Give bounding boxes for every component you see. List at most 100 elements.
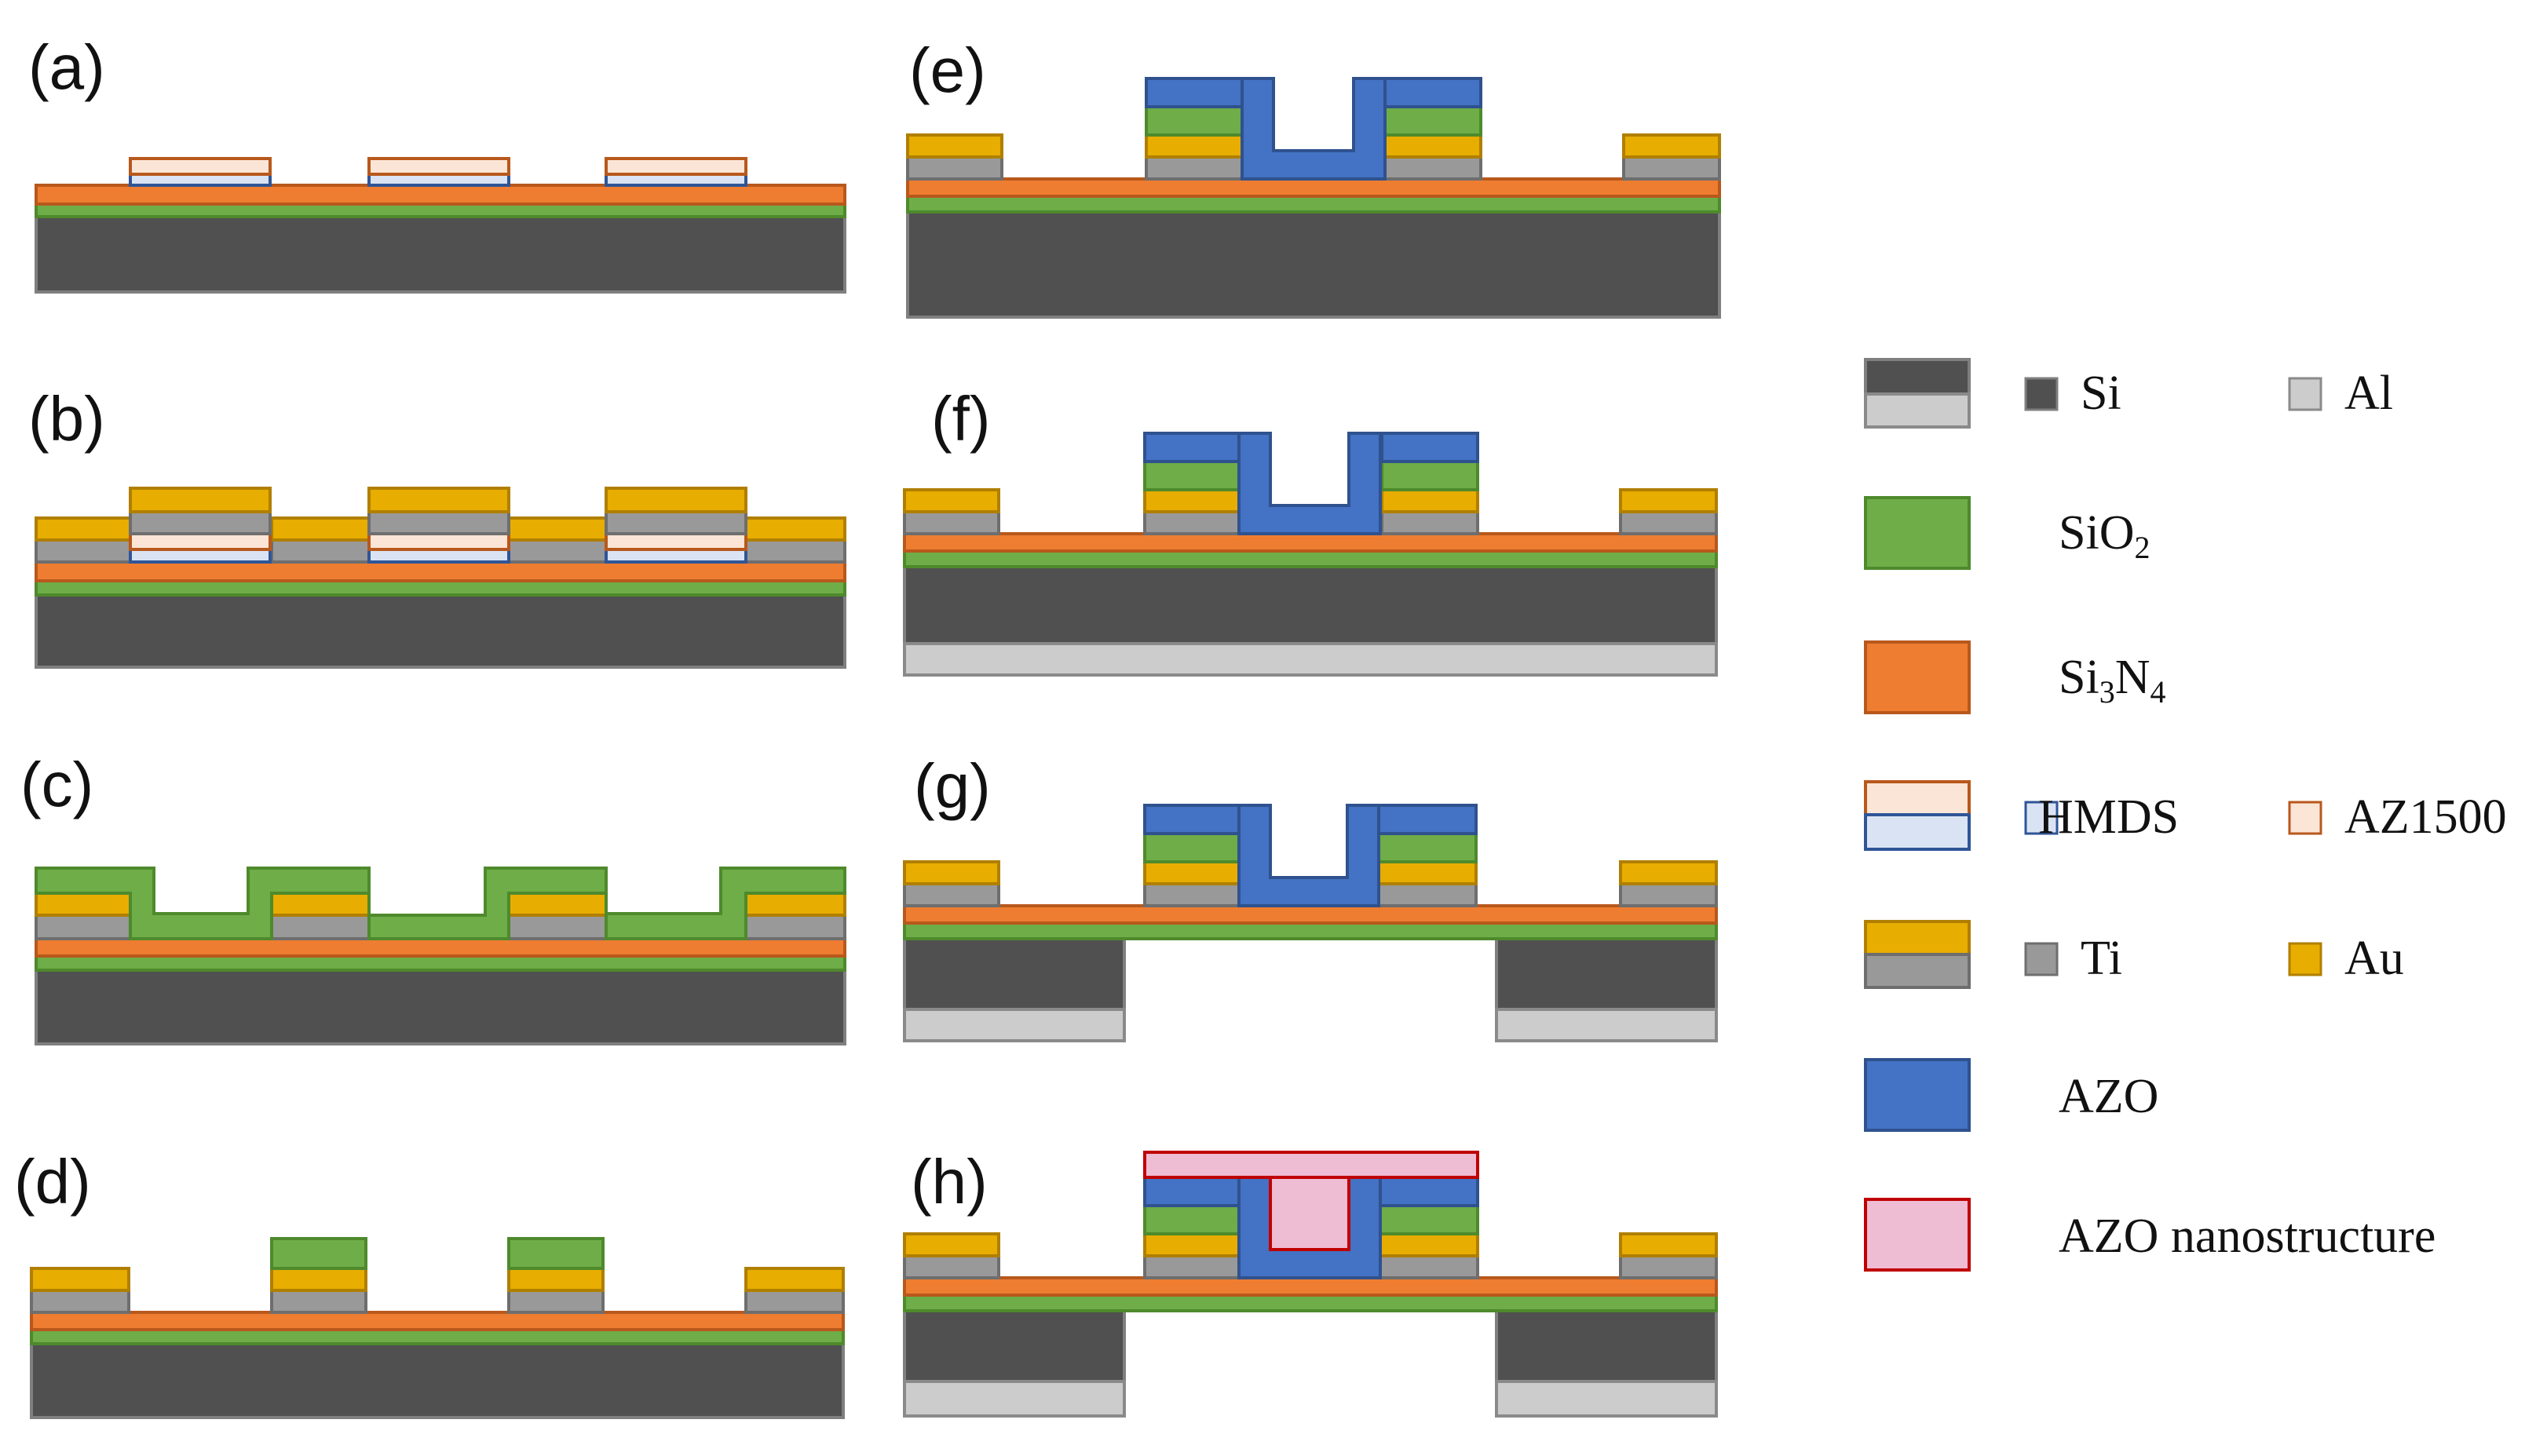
azo-cap-right [1379, 1176, 1479, 1207]
ti-side-left [906, 155, 1003, 181]
hmds-block-3 [605, 173, 747, 187]
panel-g [903, 804, 1718, 1042]
azo-cap-right [1377, 804, 1478, 835]
si3n4-p1: Si [2059, 651, 2099, 704]
sio2-layer [903, 921, 1718, 940]
panel-b [35, 487, 846, 669]
azo-cap-left [1143, 432, 1242, 463]
sio2-stack-left [1143, 832, 1244, 863]
au-stack-left [1143, 1232, 1244, 1257]
si3n4-layer [35, 184, 846, 206]
legend-ti-au-swatch [1864, 920, 1971, 989]
au-mid-1 [270, 1267, 367, 1292]
si3n4-layer [30, 1311, 845, 1331]
au-pad-4 [744, 892, 846, 917]
panel-label-b: (b) [28, 384, 105, 454]
si-substrate [35, 215, 846, 294]
azo-channel [1237, 804, 1380, 907]
panel-a [35, 157, 846, 294]
au-side-left [903, 860, 1000, 885]
legend-label-ti: Ti [2081, 932, 2122, 985]
legend-si-al-swatch [1864, 358, 1971, 429]
si3n4-layer [35, 937, 846, 958]
au-side-right [1622, 133, 1721, 159]
si3n4-layer [903, 532, 1718, 553]
legend-az1500-top [1864, 780, 1971, 816]
legend-au-icon [2288, 942, 2322, 976]
panel-label-d: (d) [14, 1147, 91, 1217]
azo-nanostructure-top [1143, 1151, 1479, 1179]
ti-side-left [903, 510, 1000, 535]
az1500-block-3 [605, 157, 747, 176]
panel-label-f: (f) [931, 384, 991, 454]
legend-label-si: Si [2081, 367, 2121, 420]
si-substrate [906, 210, 1721, 319]
hmds-block-2 [367, 173, 510, 187]
au-side-left [903, 488, 1000, 513]
ti-mid-1 [270, 1289, 367, 1314]
panel-c [35, 867, 846, 1045]
legend-az1500-icon [2288, 801, 2322, 835]
legend-al-bottom [1864, 392, 1971, 429]
legend-label-au: Au [2344, 932, 2404, 985]
ti-pad-3 [507, 914, 608, 940]
ti-side-right [1619, 1254, 1718, 1279]
legend-layer [1864, 358, 2322, 1272]
sio2-stack-right [1380, 460, 1479, 491]
ti-pad-2 [270, 914, 371, 940]
au-side-right [1619, 488, 1718, 513]
sio2-stack-left [1145, 105, 1245, 137]
azo-channel [1241, 77, 1387, 181]
si3n4-p2: N [2114, 651, 2150, 704]
si3n4-layer [903, 904, 1718, 925]
azo-channel [1237, 432, 1382, 535]
au-side-1 [30, 1267, 130, 1292]
ti-stack-left [1145, 155, 1245, 181]
panel-label-g: (g) [914, 751, 991, 821]
ti-stack-right [1377, 882, 1478, 907]
ti-stack-right [1379, 1254, 1479, 1279]
sio2-mid-2 [507, 1237, 605, 1270]
ti-side-right [1619, 510, 1718, 535]
si3n4-s2: 4 [2150, 674, 2166, 710]
az1500-block-2 [367, 157, 510, 176]
legend-si-top [1864, 358, 1971, 396]
azo-cap-left [1143, 1176, 1244, 1207]
ti-lower-1 [35, 538, 132, 564]
sio2-layer [906, 195, 1721, 213]
legend-label-si3n4: Si3N4 [2059, 651, 2166, 708]
ti-side-right [1619, 882, 1718, 907]
au-stack-right [1379, 1232, 1479, 1257]
panel-label-h: (h) [911, 1147, 988, 1217]
sio2-stack-right [1377, 832, 1478, 863]
panel-h [903, 1151, 1718, 1418]
ti-lower-3 [507, 538, 608, 564]
legend-hmds-bottom [1864, 813, 1971, 851]
ti-side-right [1622, 155, 1721, 181]
au-pad-1 [35, 892, 132, 917]
legend-label-hmds: HMDS [2038, 790, 2180, 844]
sio2-stack-left [1143, 1204, 1244, 1235]
au-upper-1 [129, 487, 272, 513]
sio2-layer [903, 1294, 1718, 1312]
legend-azo-nano-swatch [1864, 1198, 1971, 1272]
legend-hmds-icon [2024, 801, 2059, 835]
au-stack-right [1382, 133, 1482, 159]
panels-layer [30, 77, 1721, 1419]
au-side-right [1619, 860, 1718, 885]
legend-label-azo-nano: AZO nanostructure [2059, 1210, 2436, 1263]
ti-side-left [903, 1254, 1000, 1279]
legend-label-al: Al [2344, 367, 2393, 420]
sio2-layer [903, 549, 1718, 568]
al-layer-right [1495, 1380, 1718, 1418]
au-stack-right [1377, 860, 1478, 885]
al-layer [903, 642, 1718, 677]
azo-nanostructure-pillar [1269, 1176, 1350, 1251]
ti-stack-left [1143, 882, 1244, 907]
si-substrate [35, 593, 846, 669]
au-stack-left [1145, 133, 1245, 159]
ti-lower-4 [744, 538, 846, 564]
au-pad-2 [270, 892, 371, 917]
az1500-block-2 [367, 532, 510, 551]
panel-e [906, 77, 1721, 319]
